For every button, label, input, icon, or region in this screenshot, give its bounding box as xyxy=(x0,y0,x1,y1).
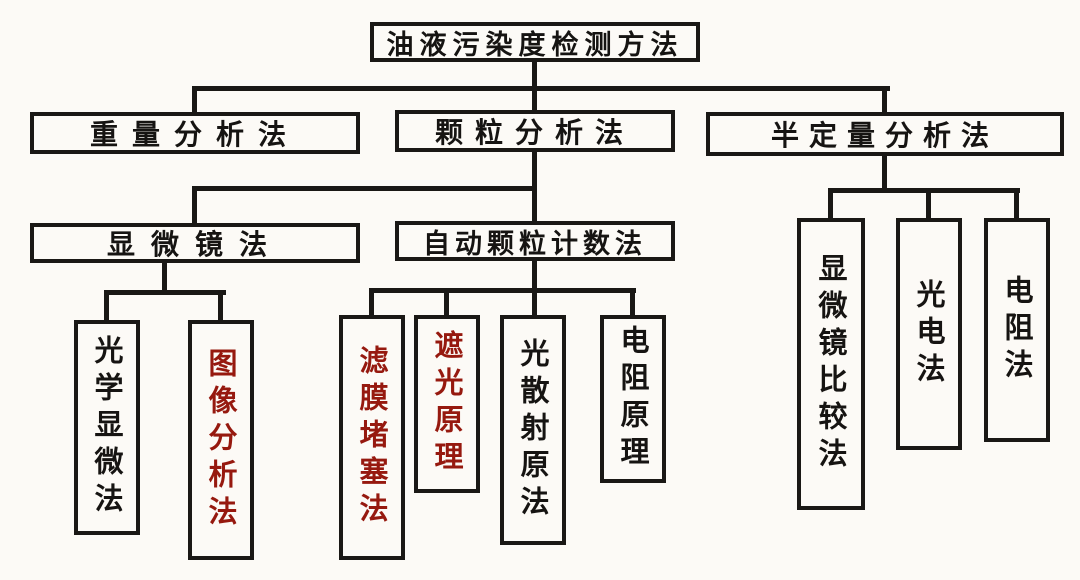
connector-microscope-stem xyxy=(162,263,167,295)
connector-autocount-hbar xyxy=(369,288,636,293)
connector-drop-photoelectric xyxy=(926,188,931,218)
connector-drop-gravimetric xyxy=(192,86,197,114)
node-gravimetric-analysis: 重量分析法 xyxy=(30,112,360,154)
connector-drop-image-analysis xyxy=(218,290,223,320)
connector-semi-hbar xyxy=(828,188,1020,193)
node-filter-blockage: 滤膜堵塞法 xyxy=(339,315,405,560)
connector-drop-microscope xyxy=(192,186,197,223)
connector-drop-resistance-method xyxy=(1014,188,1019,218)
node-particle-analysis: 颗粒分析法 xyxy=(395,110,675,152)
connector-drop-filter-blockage xyxy=(369,288,374,315)
node-microscope-comparison: 显微镜比较法 xyxy=(797,218,865,510)
connector-level3-hbar xyxy=(192,186,537,191)
connector-drop-resistance-principle xyxy=(630,288,635,315)
connector-drop-semi-quantitative xyxy=(882,86,887,114)
connector-level2-hbar xyxy=(192,86,890,91)
connector-drop-light-blocking xyxy=(444,288,449,315)
connector-drop-optical xyxy=(104,290,109,320)
node-resistance-principle: 电阻原理 xyxy=(600,315,666,483)
node-root: 油液污染度检测方法 xyxy=(370,22,700,62)
connector-microscope-hbar xyxy=(104,290,226,295)
node-light-scattering: 光散射原法 xyxy=(500,315,566,545)
node-auto-particle-count: 自动颗粒计数法 xyxy=(395,221,675,261)
node-microscope-method: 显微镜法 xyxy=(30,223,360,263)
node-photoelectric-method: 光电法 xyxy=(896,218,962,450)
node-optical-microscope: 光学显微法 xyxy=(74,320,140,535)
node-semi-quantitative-analysis: 半定量分析法 xyxy=(706,112,1064,156)
connector-drop-microscope-comparison xyxy=(828,188,833,218)
node-light-blocking: 遮光原理 xyxy=(414,315,480,493)
node-image-analysis: 图像分析法 xyxy=(188,320,254,560)
connector-semi-stem xyxy=(882,156,887,192)
node-resistance-method: 电阻法 xyxy=(984,218,1050,442)
